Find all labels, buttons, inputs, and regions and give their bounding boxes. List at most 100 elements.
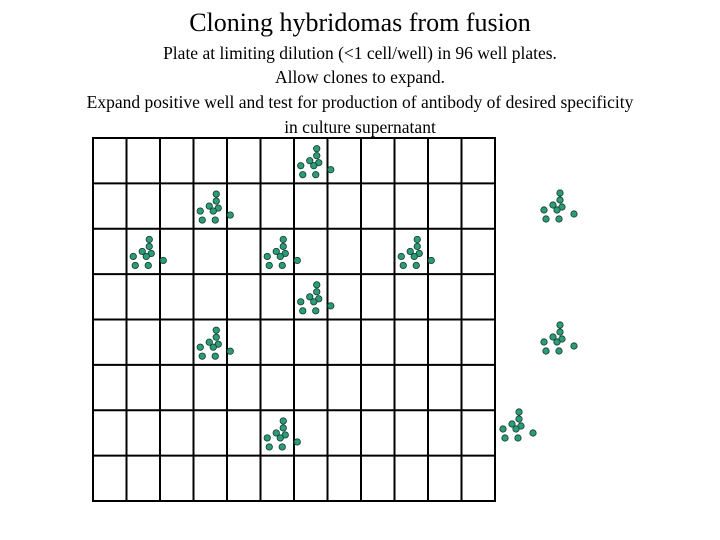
slide-title: Cloning hybridomas from fusion (189, 8, 531, 37)
cell (278, 261, 286, 270)
cell (209, 207, 217, 215)
cell (556, 196, 564, 204)
cell (313, 288, 321, 296)
clone-cluster (196, 190, 234, 224)
clone-cluster (263, 417, 301, 451)
clone-cluster (263, 235, 301, 270)
cell (413, 242, 421, 251)
cell (226, 211, 234, 219)
cell (211, 216, 219, 224)
cell (212, 197, 220, 205)
cell (196, 207, 204, 215)
cell (553, 206, 561, 214)
cell (549, 201, 557, 209)
cell (145, 235, 153, 244)
cell (299, 171, 307, 179)
cell (406, 247, 414, 256)
cell (327, 166, 335, 174)
cell (263, 434, 271, 442)
cell (529, 429, 537, 437)
cell (501, 434, 509, 442)
cell (226, 347, 234, 355)
cell (297, 298, 305, 306)
clone-cluster (196, 326, 234, 360)
cell (312, 307, 320, 315)
cell (555, 215, 563, 223)
cell (198, 352, 206, 360)
cell (540, 206, 548, 214)
cell (310, 162, 318, 170)
cell (313, 152, 321, 160)
cell (515, 408, 523, 416)
cell (556, 321, 564, 329)
cell (129, 252, 137, 261)
cell (279, 424, 287, 432)
cell (138, 247, 146, 256)
cell (553, 338, 561, 346)
cell (209, 343, 217, 351)
cell (198, 216, 206, 224)
clone-cluster (297, 145, 335, 179)
cell (570, 342, 578, 350)
cell (159, 256, 167, 265)
cell (263, 252, 271, 261)
cell (265, 261, 273, 270)
cell (542, 347, 550, 355)
clone-cluster (397, 235, 435, 270)
clone-cluster (129, 235, 167, 270)
cell (306, 157, 314, 165)
instruction-line-2: Allow clones to expand. (274, 67, 446, 87)
cell (205, 338, 213, 346)
clone-cluster (540, 189, 578, 223)
cell (293, 256, 301, 265)
cell (399, 261, 407, 270)
cell (515, 415, 523, 423)
cell (278, 443, 286, 451)
cell (555, 347, 563, 355)
cell (276, 252, 284, 261)
cell (145, 242, 153, 251)
cell (211, 352, 219, 360)
cell (397, 252, 405, 261)
cell (514, 434, 522, 442)
clone-cluster (297, 281, 335, 315)
cell (212, 333, 220, 341)
cell (508, 420, 516, 428)
cell (297, 162, 305, 170)
cell (212, 326, 220, 334)
cell (327, 302, 335, 310)
cell (272, 429, 280, 437)
cell (272, 247, 280, 256)
cell (499, 425, 507, 433)
cell (412, 261, 420, 270)
cell (144, 261, 152, 270)
cell (142, 252, 150, 261)
instruction-line-1: Plate at limiting dilution (<1 cell/well… (163, 43, 557, 63)
cell-clones (129, 145, 578, 451)
cell (310, 298, 318, 306)
cell (279, 235, 287, 244)
cell (131, 261, 139, 270)
cell (313, 145, 321, 153)
cell (549, 333, 557, 341)
cell (276, 434, 284, 442)
cell (570, 210, 578, 218)
instruction-line-4: in culture supernatant (284, 117, 436, 137)
cell (542, 215, 550, 223)
cell (427, 256, 435, 265)
cell (279, 242, 287, 251)
instruction-line-3: Expand positive well and test for produc… (86, 92, 634, 112)
clone-cluster (499, 408, 537, 442)
plate-grid (93, 138, 495, 501)
clone-cluster (540, 321, 578, 355)
cell (540, 338, 548, 346)
cell (413, 235, 421, 244)
cell (410, 252, 418, 261)
cell (512, 425, 520, 433)
cell (279, 417, 287, 425)
cell (299, 307, 307, 315)
cell (196, 343, 204, 351)
cell (265, 443, 273, 451)
cell (293, 438, 301, 446)
